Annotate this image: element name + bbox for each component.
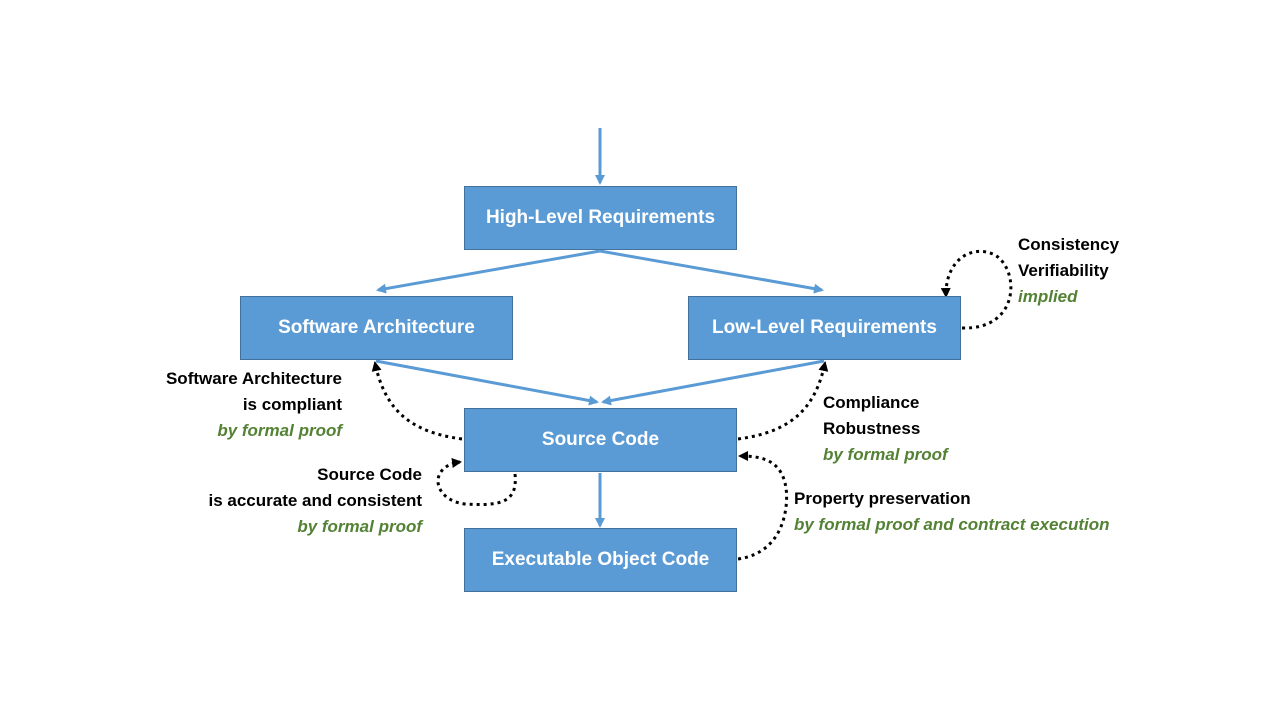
executable-object-code-label: Executable Object Code bbox=[491, 549, 710, 570]
high-level-requirements-box: High-Level Requirements bbox=[464, 186, 737, 250]
note-line: Source Code bbox=[317, 465, 422, 484]
note-method: by formal proof bbox=[823, 445, 948, 464]
low-level-requirements-box: Low-Level Requirements bbox=[688, 296, 961, 360]
source-code-label: Source Code bbox=[541, 429, 660, 450]
note-line: Verifiability bbox=[1018, 261, 1109, 280]
note-line: Property preservation bbox=[794, 489, 971, 508]
arch-to-source-arrow bbox=[375, 359, 599, 406]
source-self-check-arrow bbox=[436, 458, 517, 506]
note-line: Compliance bbox=[823, 393, 920, 412]
llr-self-check-arrow bbox=[940, 249, 1013, 330]
llr-compliance-note: Compliance Robustness by formal proof bbox=[823, 390, 948, 468]
software-architecture-box: Software Architecture bbox=[240, 296, 513, 360]
note-method: by formal proof bbox=[297, 517, 422, 536]
note-method: by formal proof bbox=[217, 421, 342, 440]
source-to-arch-check-arrow bbox=[371, 361, 463, 441]
low-level-requirements-label: Low-Level Requirements bbox=[712, 317, 937, 338]
source-code-box: Source Code bbox=[464, 408, 737, 472]
object-to-source-check-arrow bbox=[737, 451, 789, 561]
hlr-to-arch-arrow bbox=[376, 249, 601, 294]
executable-object-code-box: Executable Object Code bbox=[464, 528, 737, 592]
note-line: is compliant bbox=[242, 395, 342, 414]
note-line: Software Architecture bbox=[165, 369, 342, 388]
hlr-to-llr-arrow bbox=[599, 249, 824, 294]
note-line: Consistency bbox=[1018, 235, 1120, 254]
source-self-check-note: Source Code is accurate and consistent b… bbox=[208, 462, 422, 540]
note-method: implied bbox=[1018, 287, 1078, 306]
note-line: is accurate and consistent bbox=[208, 491, 422, 510]
arch-compliance-note: Software Architecture is compliant by fo… bbox=[166, 366, 342, 444]
note-line: Robustness bbox=[823, 419, 921, 438]
source-to-llr-check-arrow bbox=[737, 361, 829, 441]
note-method: by formal proof and contract execution bbox=[794, 515, 1110, 534]
property-preservation-note: Property preservation by formal proof an… bbox=[794, 486, 1110, 538]
llr-to-source-arrow bbox=[601, 359, 825, 406]
llr-self-check-note: Consistency Verifiability implied bbox=[1018, 232, 1119, 310]
software-architecture-label: Software Architecture bbox=[278, 317, 475, 338]
high-level-requirements-label: High-Level Requirements bbox=[485, 207, 716, 228]
